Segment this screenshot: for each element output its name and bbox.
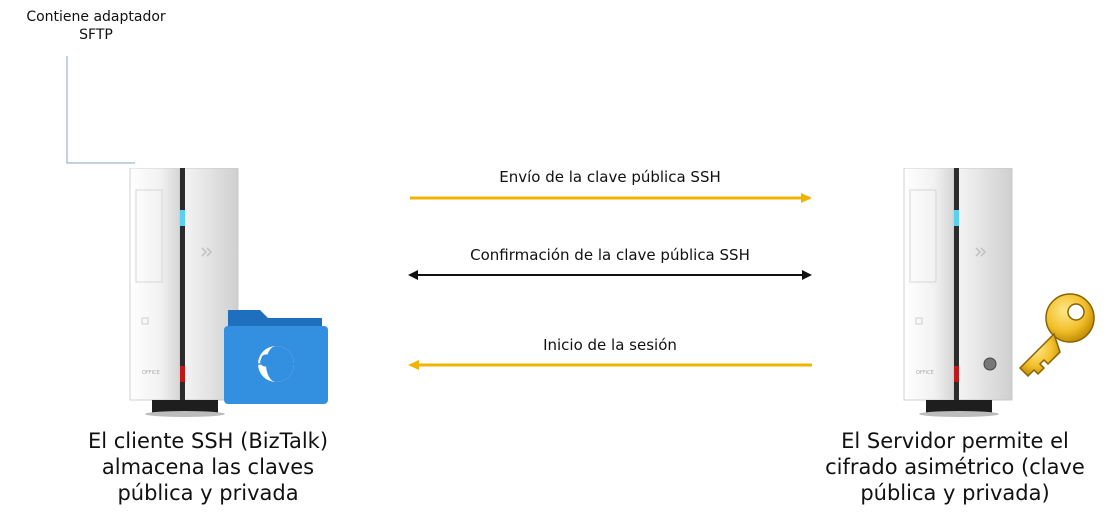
server-caption-line-3: pública y privada) <box>860 481 1050 505</box>
message-label-session-start: Inicio de la sesión <box>543 336 677 354</box>
arrow-session-start <box>408 360 812 370</box>
message-label-confirm-key: Confirmación de la clave pública SSH <box>470 246 750 264</box>
message-arrows <box>408 193 812 370</box>
note-line-1: Contiene adaptador <box>26 9 166 25</box>
arrow-send-key <box>410 193 812 203</box>
svg-text:OFFICE: OFFICE <box>142 370 160 376</box>
arrow-confirm-key <box>408 270 812 280</box>
key-icon <box>1008 288 1102 380</box>
network-folder-icon <box>222 304 330 406</box>
client-caption-line-1: El cliente SSH (BizTalk) <box>87 429 329 453</box>
client-caption: El cliente SSH (BizTalk) almacena las cl… <box>38 428 378 506</box>
server-caption: El Servidor permite el cifrado asimétric… <box>800 428 1110 506</box>
client-tower-icon: OFFICE <box>128 168 240 418</box>
server-tower-icon: OFFICE <box>902 168 1014 418</box>
sftp-adapter-note: Contiene adaptador SFTP <box>6 8 186 44</box>
client-caption-line-2: almacena las claves <box>101 455 315 479</box>
server-caption-line-2: cifrado asimétrico (clave <box>825 455 1085 479</box>
note-connector <box>66 56 135 164</box>
svg-text:OFFICE: OFFICE <box>916 370 934 376</box>
note-line-2: SFTP <box>79 27 113 43</box>
client-caption-line-3: pública y privada <box>117 481 299 505</box>
server-caption-line-1: El Servidor permite el <box>841 429 1069 453</box>
message-label-send-key: Envío de la clave pública SSH <box>499 168 721 186</box>
